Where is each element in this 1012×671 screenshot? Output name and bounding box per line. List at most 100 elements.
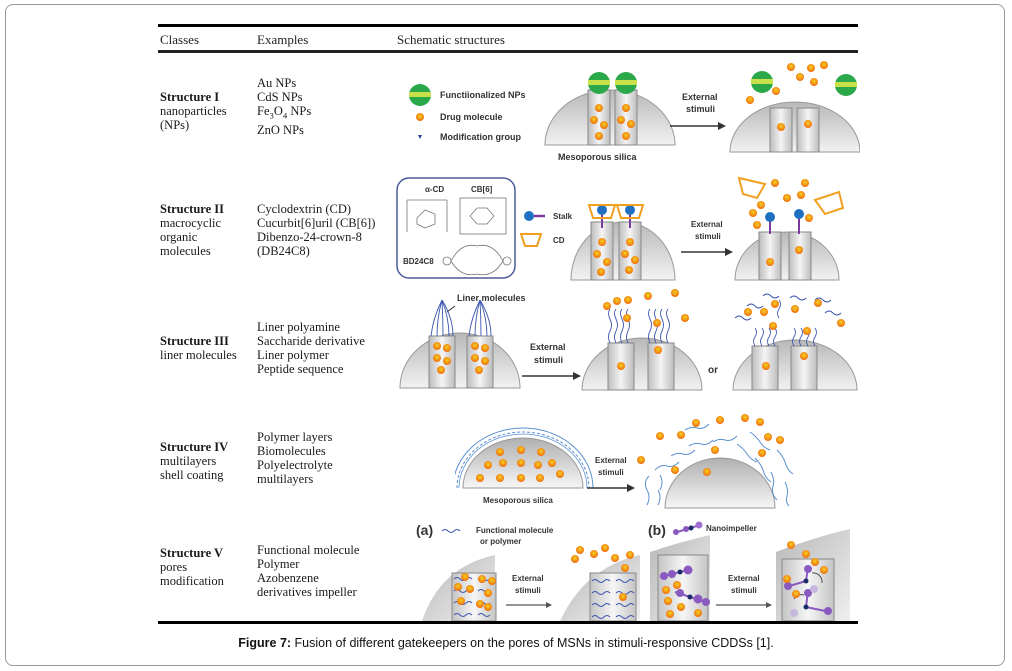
substrate-label: Mesoporous silica bbox=[483, 496, 553, 505]
row-5-examples: Functional molecule Polymer Azobenzene d… bbox=[257, 543, 359, 599]
bd24c8-label: BD24C8 bbox=[403, 257, 434, 266]
caption-text: Fusion of different gatekeepers on the p… bbox=[291, 636, 774, 650]
liner-molecules-callout: Liner molecules bbox=[457, 293, 526, 303]
cd-icon bbox=[519, 233, 543, 247]
arrow-head-icon bbox=[766, 602, 772, 608]
arrow-label-line2: stimuli bbox=[534, 355, 563, 365]
arrow-head-icon bbox=[627, 484, 635, 492]
header-classes: Classes bbox=[160, 32, 199, 47]
stalk-icon bbox=[524, 211, 545, 221]
or-label: or bbox=[708, 365, 718, 376]
row-1-schematic: Functiionalized NPs Drug molecule Modifi… bbox=[409, 61, 860, 162]
row-1-subtitle: (NPs) bbox=[160, 118, 190, 132]
panel-a-arrow-label-line1: External bbox=[512, 574, 544, 583]
panel-a-legend-line1: Functional molecule bbox=[476, 526, 554, 535]
arrow-label-line1: External bbox=[595, 456, 627, 465]
row-2-examples: Cyclodextrin (CD) Cucurbit[6]uril (CB[6]… bbox=[257, 202, 375, 258]
silica-after-2 bbox=[732, 293, 858, 391]
silica-after bbox=[729, 61, 860, 153]
header-examples: Examples bbox=[257, 32, 309, 47]
example-item: multilayers bbox=[257, 472, 314, 486]
table-header-rule bbox=[158, 50, 858, 53]
arrow-head-icon bbox=[725, 248, 733, 256]
row-2-subtitle: organic bbox=[160, 230, 198, 244]
row-4-title: Structure IV bbox=[160, 440, 229, 454]
example-item: Polymer bbox=[257, 557, 300, 571]
arrow-label-line2: stimuli bbox=[598, 468, 624, 477]
silica-coated bbox=[455, 427, 594, 489]
panel-b-legend: Nanoimpeller bbox=[706, 524, 757, 533]
row-3-title: Structure III bbox=[160, 334, 229, 348]
example-item: Saccharide derivative bbox=[257, 334, 365, 348]
row-2-schematic: α-CD CB[6] BD24C8 Stalk CD External stim… bbox=[396, 176, 845, 281]
example-item: Polyelectrolyte bbox=[257, 458, 333, 472]
row-2-title: Structure II bbox=[160, 202, 225, 216]
figure-frame bbox=[5, 4, 1005, 666]
legend-modification-group: Modification group bbox=[440, 132, 521, 142]
arrow-label-line1: External bbox=[691, 220, 723, 229]
functional-molecule-icon bbox=[441, 529, 461, 533]
row-1-examples: Au NPs CdS NPs Fe3O4 NPs ZnO NPs bbox=[257, 76, 311, 137]
panel-b-label: (b) bbox=[648, 522, 666, 538]
cb6-label: CB[6] bbox=[471, 185, 493, 194]
example-item: Biomolecules bbox=[257, 444, 326, 458]
example-item: Au NPs bbox=[257, 76, 297, 90]
figure-caption: Figure 7: Fusion of different gatekeeper… bbox=[0, 636, 1012, 650]
example-item: Fe3O4 NPs bbox=[257, 104, 312, 121]
example-item: ZnO NPs bbox=[257, 122, 304, 137]
arrow-label-line2: stimuli bbox=[686, 104, 715, 114]
example-item: Peptide sequence bbox=[257, 362, 344, 376]
silica-released bbox=[637, 414, 794, 509]
panel-b-arrow-label-line2: stimuli bbox=[731, 586, 757, 595]
row-4-examples: Polymer layers Biomolecules Polyelectrol… bbox=[257, 430, 333, 486]
row-5-title: Structure V bbox=[160, 546, 224, 560]
panel-b-after bbox=[776, 529, 850, 621]
bd24c8-structure bbox=[442, 244, 512, 276]
row-4-subtitle: multilayers bbox=[160, 454, 217, 468]
panel-a-legend-line2: or polymer bbox=[480, 537, 521, 546]
row-4-schematic: Mesoporous silica External stimuli bbox=[455, 414, 794, 509]
example-item: CdS NPs bbox=[257, 90, 303, 104]
callout-arrow-icon bbox=[446, 305, 456, 313]
row-4-class: Structure IV multilayers shell coating bbox=[160, 440, 228, 482]
row-5-class: Structure V pores modification bbox=[160, 546, 224, 588]
example-item: Liner polyamine bbox=[257, 320, 340, 334]
silica-before bbox=[399, 299, 521, 389]
example-item: (DB24C8) bbox=[257, 244, 310, 258]
functionalized-np-icon bbox=[409, 84, 431, 106]
row-5-schematic: (a) Functional molecule or polymer Exter… bbox=[416, 521, 850, 621]
legend-cd: CD bbox=[553, 236, 565, 245]
alpha-cd-structure bbox=[406, 199, 448, 232]
arrow-label-line1: External bbox=[682, 92, 718, 102]
panel-a-before bbox=[422, 555, 497, 621]
arrow-head-icon bbox=[718, 122, 726, 130]
panel-a-arrow-label-line2: stimuli bbox=[515, 586, 541, 595]
structures-box bbox=[396, 177, 516, 279]
row-2-class: Structure II macrocyclic organic molecul… bbox=[160, 202, 224, 258]
row-1-class: Structure I nanoparticles (NPs) bbox=[160, 90, 227, 132]
row-1-title: Structure I bbox=[160, 90, 220, 104]
panel-a-label: (a) bbox=[416, 522, 433, 538]
table-top-rule bbox=[158, 24, 858, 27]
panel-b-arrow-label-line1: External bbox=[728, 574, 760, 583]
arrow-label-line1: External bbox=[530, 342, 566, 352]
arrow-head-icon bbox=[546, 602, 552, 608]
legend-functionalized-nps: Functiionalized NPs bbox=[440, 90, 526, 100]
header-schematic: Schematic structures bbox=[397, 32, 505, 47]
arrow-head-icon bbox=[573, 372, 581, 380]
example-item: Azobenzene bbox=[257, 571, 319, 585]
legend-drug-molecule: Drug molecule bbox=[440, 112, 503, 122]
silica-before bbox=[544, 72, 676, 146]
row-3-class: Structure III liner molecules bbox=[160, 334, 237, 362]
row-3-examples: Liner polyamine Saccharide derivative Li… bbox=[257, 320, 365, 376]
nanoimpeller-icon bbox=[673, 521, 703, 535]
example-item: Dibenzo-24-crown-8 bbox=[257, 230, 362, 244]
silica-before bbox=[570, 204, 676, 281]
silica-after-1 bbox=[581, 289, 703, 391]
cb6-structure bbox=[459, 197, 507, 235]
row-5-subtitle: modification bbox=[160, 574, 224, 588]
example-item: Cucurbit[6]uril (CB[6]) bbox=[257, 216, 376, 230]
panel-b-before bbox=[650, 535, 710, 621]
caption-label: Figure 7: bbox=[238, 636, 292, 650]
row-1-subtitle: nanoparticles bbox=[160, 104, 227, 118]
